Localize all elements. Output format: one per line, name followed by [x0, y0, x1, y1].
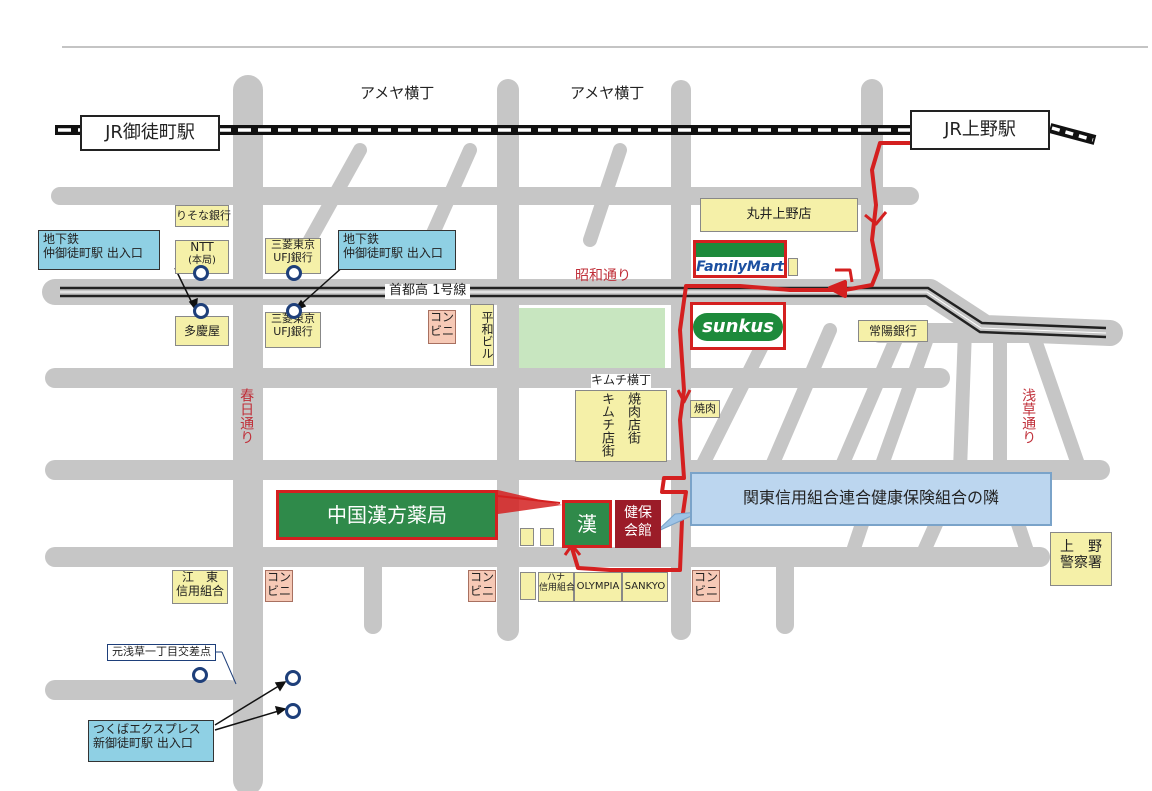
tsukuba-line1: つくばエクスプレス — [93, 722, 201, 736]
landmark-konbini-1: コンビニ — [428, 310, 456, 344]
sunkus-text: sunkus — [693, 313, 783, 341]
familymart-stripe — [696, 243, 784, 257]
familymart-text: FamilyMart — [696, 259, 784, 275]
logo-familymart: FamilyMart — [693, 240, 787, 278]
station-jr-ueno: JR上野駅 — [910, 110, 1050, 150]
street-shutoko: 首都高 1号線 — [385, 283, 471, 299]
landmark-kenpo: 健保会館 — [615, 500, 661, 548]
landmark-sankyo: SANKYO — [622, 572, 668, 602]
subway-left-line2: 仲御徒町駅 出入口 — [43, 245, 143, 260]
street-kasuga: 春日通り — [238, 388, 255, 444]
street-kimuchi-yokocho: キムチ横丁 — [591, 373, 652, 388]
subway-entrance-icon — [286, 303, 302, 319]
yakiniku-street: 焼肉店街 — [624, 392, 640, 444]
subway-right-line1: 地下鉄 — [343, 232, 380, 246]
street-ameya-2: アメヤ横丁 — [570, 84, 645, 102]
landmark-marui: 丸井上野店 — [700, 198, 858, 232]
shop-name-label[interactable]: 中国漢方薬局 — [276, 490, 498, 540]
landmark-takeya: 多慶屋 — [175, 316, 229, 346]
kanto-note-label: 関東信用組合連合健康保険組合の隣 — [690, 472, 1052, 526]
callout-tsukuba: つくばエクスプレス 新御徒町駅 出入口 — [88, 720, 214, 762]
walking-route — [563, 141, 912, 572]
station-jr-okachimachi: JR御徒町駅 — [80, 115, 220, 151]
tx-entrance-icon — [192, 667, 208, 683]
callout-subway-right: 地下鉄 仲御徒町駅 出入口 — [338, 230, 456, 270]
small-block-2 — [540, 528, 554, 546]
intersection-label: 元浅草一丁目交差点 — [107, 644, 216, 661]
mufj-bottom-line2: UFJ銀行 — [273, 324, 313, 338]
small-block-3 — [520, 572, 536, 600]
tsukuba-line2: 新御徒町駅 出入口 — [93, 735, 193, 750]
logo-sunkus: sunkus — [690, 302, 786, 350]
koto-line1: 江 東 — [181, 570, 218, 584]
landmark-konbini-3: コンビニ — [468, 570, 496, 602]
hana-line2: 信用組合 — [539, 583, 576, 594]
landmark-yakiniku: 焼肉 — [690, 400, 720, 418]
landmark-mufj-top: 三菱東京 UFJ銀行 — [265, 238, 321, 274]
police-line1: 上 野 — [1060, 539, 1102, 555]
subway-entrance-icon — [193, 265, 209, 281]
landmark-konbini-2: コンビニ — [265, 570, 293, 602]
mufj-top-line2: UFJ銀行 — [273, 250, 313, 264]
roads — [45, 75, 1120, 791]
tx-entrance-icon — [285, 670, 301, 686]
shop-kan-block[interactable]: 漢 — [562, 500, 612, 548]
police-line2: 警察署 — [1060, 555, 1102, 572]
landmark-koto: 江 東 信用組合 — [172, 570, 228, 604]
street-asakusa: 浅草通り — [1020, 388, 1037, 444]
ntt-sub: (本局) — [188, 254, 216, 266]
small-block-1 — [520, 528, 534, 546]
street-showa: 昭和通り — [575, 268, 631, 284]
tx-entrance-icon — [285, 703, 301, 719]
subway-left-line1: 地下鉄 — [43, 232, 80, 246]
subway-entrance-icon — [193, 303, 209, 319]
kimuchi-street: キムチ店街 — [598, 392, 614, 457]
landmark-joyo: 常陽銀行 — [858, 320, 928, 342]
koto-line2: 信用組合 — [175, 583, 224, 598]
hana-line1: ハナ — [546, 573, 565, 583]
park-block — [519, 308, 665, 368]
kanto-pointer — [655, 511, 701, 533]
familymart-side — [788, 258, 798, 276]
landmark-olympia: OLYMPIA — [574, 572, 622, 602]
mufj-top-line1: 三菱東京 — [271, 238, 315, 251]
callout-subway-left: 地下鉄 仲御徒町駅 出入口 — [38, 230, 160, 270]
landmark-hana: ハナ 信用組合 — [538, 572, 576, 602]
street-ameya-1: アメヤ横丁 — [360, 84, 435, 102]
subway-right-line2: 仲御徒町駅 出入口 — [343, 245, 443, 260]
shutoko-expressway — [42, 279, 1123, 346]
landmark-police: 上 野 警察署 — [1050, 532, 1112, 586]
kimuchi-block — [575, 390, 667, 462]
subway-entrance-icon — [286, 265, 302, 281]
landmark-resona: りそな銀行 — [175, 205, 231, 227]
ntt-name: NTT — [190, 240, 214, 254]
landmark-konbini-4: コンビニ — [692, 570, 720, 602]
landmark-heiwa: 平和ビル — [470, 304, 494, 366]
